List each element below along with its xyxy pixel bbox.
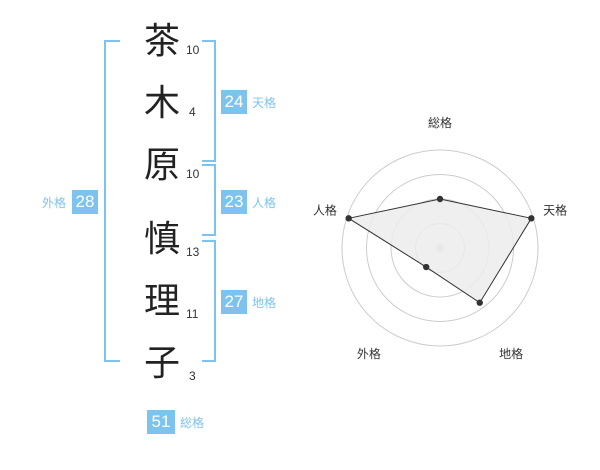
tenkaku-value: 24 (221, 90, 247, 114)
radar-axis-label: 地格 (499, 346, 523, 361)
radar-polygon (347, 198, 533, 304)
stroke-count-5: 11 (186, 307, 199, 321)
gaikaku-value: 28 (72, 190, 98, 214)
jinkaku-label: 人格 (252, 196, 277, 210)
radar-point-5 (345, 215, 352, 222)
name-char-3: 原 (143, 145, 180, 186)
radar-axis-label: 外格 (357, 346, 381, 361)
radar-axis-label: 総格 (428, 115, 452, 130)
stroke-count-3: 10 (186, 167, 200, 181)
stroke-count-2: 4 (189, 105, 196, 119)
jinkaku-bracket (202, 164, 216, 236)
radar-axis-label: 人格 (313, 203, 337, 218)
name-char-4: 慎 (143, 219, 180, 260)
stroke-count-4: 13 (186, 245, 200, 259)
radar-axis-label: 天格 (543, 203, 567, 218)
tenkaku-bracket (202, 40, 216, 162)
chikaku-bracket (202, 240, 216, 362)
chikaku-value: 27 (221, 290, 247, 314)
soukaku-value: 51 (147, 410, 175, 434)
stroke-count-6: 3 (189, 369, 196, 383)
radar-point-2 (528, 215, 535, 222)
stroke-count-1: 10 (186, 43, 200, 57)
name-char-5: 理 (143, 281, 180, 322)
jinkaku-value: 23 (221, 190, 247, 214)
name-char-2: 木 (143, 83, 180, 124)
radar-point-1 (436, 195, 444, 203)
name-char-1: 茶 (143, 21, 180, 62)
gaikaku-bracket (104, 40, 120, 362)
radar-point-3 (476, 299, 483, 306)
soukaku-label: 総格 (180, 416, 205, 430)
radar-polygon-group (347, 198, 533, 304)
name-char-6: 子 (143, 343, 180, 384)
chikaku-label: 地格 (252, 296, 277, 310)
tenkaku-label: 天格 (252, 96, 277, 110)
radar-points (345, 195, 535, 306)
gaikaku-label: 外格 (42, 196, 67, 210)
radar-point-4 (422, 263, 430, 271)
radar-ring (341, 149, 539, 347)
